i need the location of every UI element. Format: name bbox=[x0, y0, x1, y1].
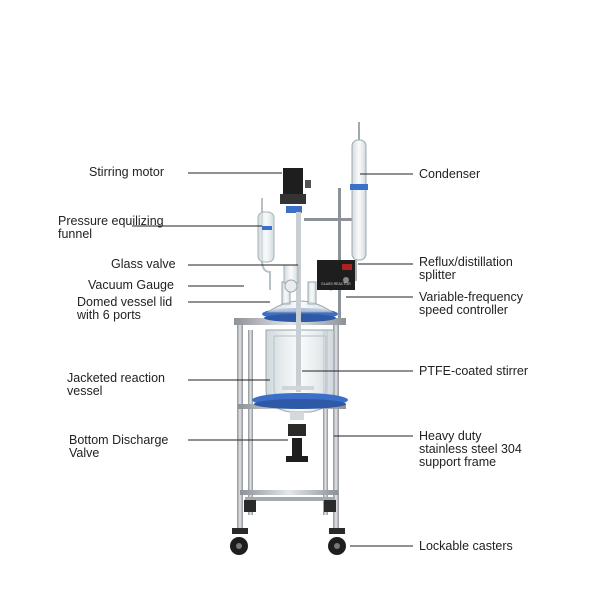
label-stirring-motor: Stirring motor bbox=[89, 165, 165, 179]
stirring-motor bbox=[280, 168, 311, 204]
glass-valve-and-gauge bbox=[283, 264, 299, 293]
label-stirrer: PTFE-coated stirrer bbox=[419, 364, 529, 378]
label-speed-controller: Variable-frequency speed controller bbox=[419, 290, 523, 317]
lockable-casters bbox=[230, 500, 346, 555]
leader-lines bbox=[132, 172, 413, 547]
label-reaction-vessel: Jacketed reaction vessel bbox=[67, 371, 165, 398]
bottom-discharge-valve bbox=[286, 412, 308, 462]
label-vacuum-gauge: Vacuum Gauge bbox=[88, 278, 174, 292]
label-support-frame: Heavy duty stainless steel 304 support f… bbox=[419, 429, 522, 469]
label-vessel-lid: Domed vessel lid with 6 ports bbox=[77, 295, 173, 322]
pressure-funnel bbox=[257, 198, 275, 290]
ptfe-stirrer bbox=[282, 212, 314, 392]
speed-controller: GLASS REACTOR bbox=[317, 260, 355, 290]
condenser bbox=[304, 122, 368, 318]
controller-text: GLASS REACTOR bbox=[321, 282, 351, 286]
label-casters: Lockable casters bbox=[419, 539, 513, 553]
label-discharge-valve: Bottom Discharge Valve bbox=[69, 433, 169, 460]
label-glass-valve: Glass valve bbox=[111, 257, 176, 271]
label-pressure-funnel: Pressure equilizing funnel bbox=[58, 214, 164, 241]
label-condenser: Condenser bbox=[419, 167, 481, 181]
label-splitter: Reflux/distillation splitter bbox=[419, 255, 513, 282]
